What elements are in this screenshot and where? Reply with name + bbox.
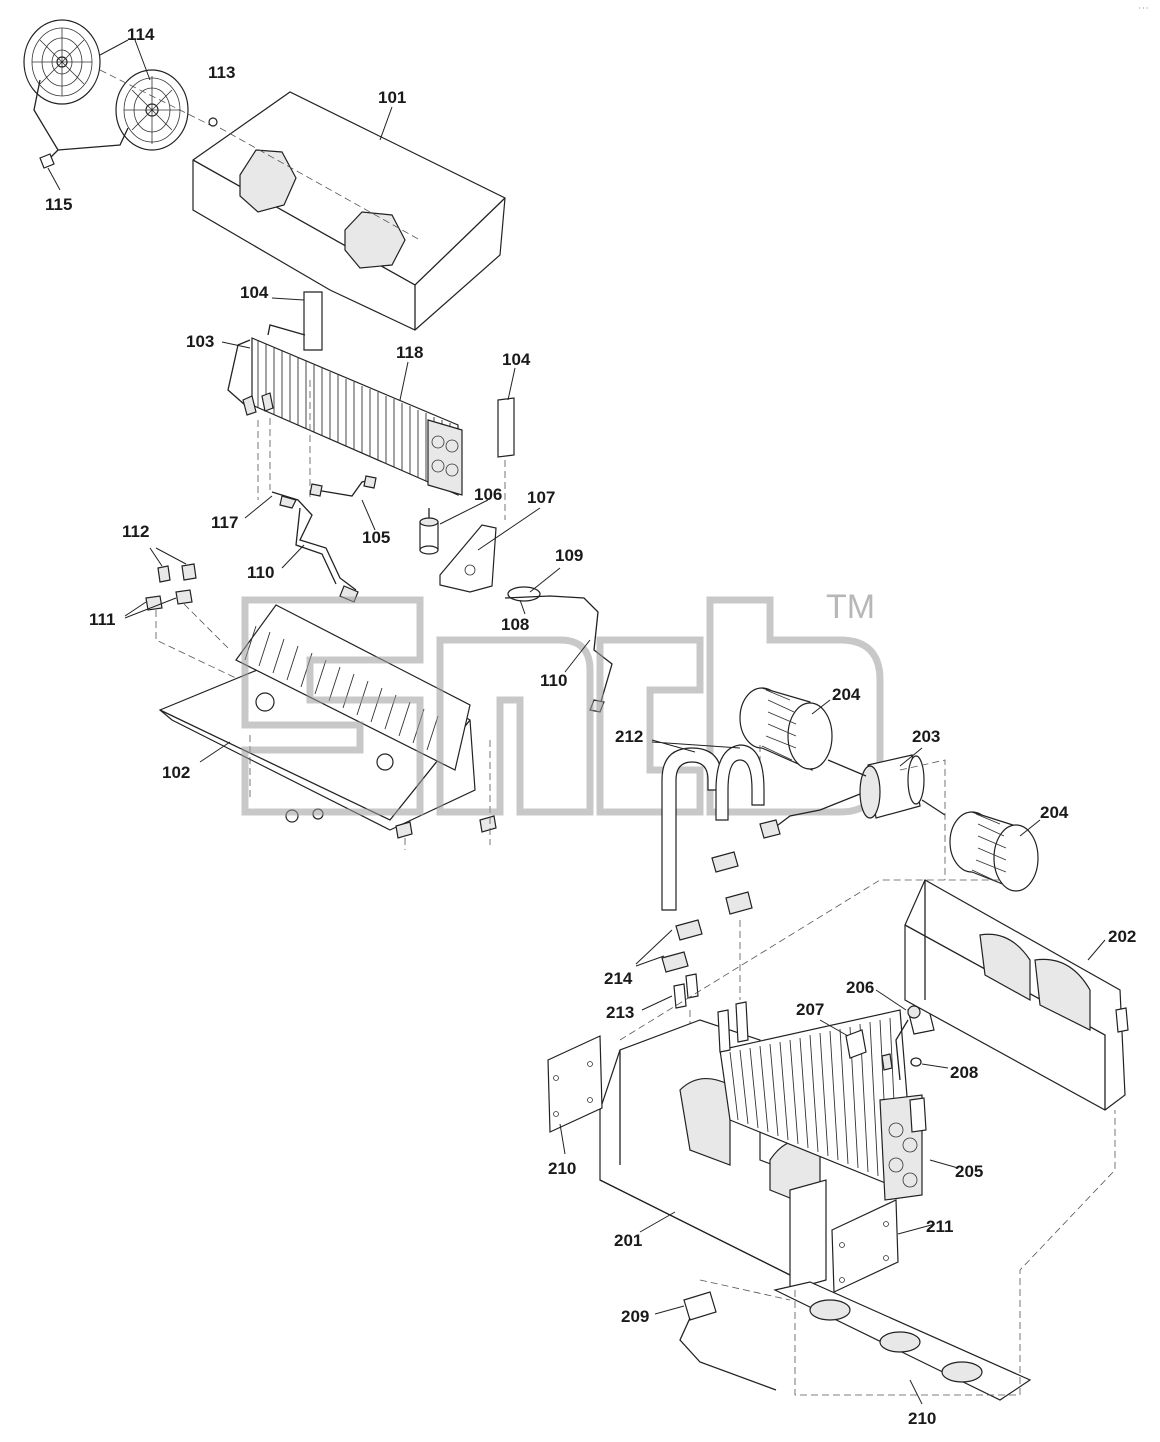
mounting-plate-210-left bbox=[547, 1035, 603, 1133]
watermark-logo: TM bbox=[241, 588, 884, 816]
callout-213: 213 bbox=[606, 1003, 634, 1022]
fitting-113-b bbox=[181, 563, 197, 581]
callout-201: 201 bbox=[614, 1231, 642, 1250]
callout-211: 209 bbox=[621, 1307, 649, 1326]
callout-108: 108 bbox=[501, 615, 529, 634]
condenser-fan-115-left bbox=[23, 19, 101, 105]
condenser-cover-101 bbox=[192, 91, 506, 331]
bracket-207 bbox=[845, 1029, 867, 1059]
drain-fitting-213-a bbox=[673, 983, 687, 1009]
mounting-plate-210-right bbox=[831, 1199, 899, 1293]
callout-207: 207 bbox=[796, 1000, 824, 1019]
o-ring-208 bbox=[910, 1057, 922, 1067]
fitting-112-a bbox=[145, 595, 163, 611]
callout-107: 107 bbox=[527, 488, 555, 507]
callout-202: 202 bbox=[1108, 927, 1136, 946]
blower-motor-203 bbox=[827, 754, 946, 819]
hose-108 bbox=[504, 595, 613, 706]
blower-wheel-204-lower bbox=[949, 811, 1039, 892]
hose-clamp-214-d bbox=[661, 951, 689, 973]
callout-206: 206 bbox=[846, 978, 874, 997]
blower-wheel-204-upper bbox=[739, 687, 833, 771]
blower-housing-202 bbox=[904, 879, 1129, 1111]
callout-110: 110 bbox=[540, 671, 567, 690]
hose-clamp-214-b bbox=[725, 891, 753, 915]
fitting-113-a bbox=[157, 565, 171, 583]
fitting-112-b bbox=[175, 589, 193, 605]
callout-118: 118 bbox=[396, 343, 423, 362]
callout-109: 109 bbox=[555, 546, 583, 565]
callout-104-right: 104 bbox=[502, 350, 531, 369]
thermostat-capillary bbox=[679, 1317, 777, 1391]
thermostat-211 bbox=[683, 1291, 717, 1321]
line-117-fitting bbox=[271, 491, 357, 591]
callout-115: 114 bbox=[127, 25, 155, 44]
callout-105: 105 bbox=[362, 528, 390, 547]
hose-clamp-214-c bbox=[675, 919, 703, 941]
drain-fitting-213-b bbox=[685, 973, 699, 999]
callout-116: 115 bbox=[45, 195, 72, 214]
callout-103: 103 bbox=[186, 332, 214, 351]
hose-clamp-214-a bbox=[711, 851, 739, 873]
callout-113: 112 bbox=[122, 522, 149, 541]
coil-tube-103 bbox=[227, 324, 306, 406]
bracket-104-right bbox=[497, 397, 515, 458]
callout-101: 101 bbox=[378, 88, 406, 107]
callout-205: 205 bbox=[955, 1162, 983, 1181]
callout-210-left: 210 bbox=[548, 1159, 576, 1178]
watermark-tm: TM bbox=[826, 588, 875, 626]
motor-wire-plug bbox=[773, 793, 861, 829]
clamp-109 bbox=[507, 586, 541, 602]
callout-209: 210 bbox=[908, 1409, 936, 1428]
drier-bracket-107 bbox=[439, 524, 497, 593]
suction-line-111 bbox=[295, 507, 337, 585]
callout-214: 214 bbox=[604, 969, 633, 988]
callout-212: 212 bbox=[615, 727, 643, 746]
drain-hose-212 bbox=[661, 744, 765, 911]
callout-210-right: 211 bbox=[926, 1217, 953, 1236]
callout-203: 203 bbox=[912, 727, 940, 746]
leader-lines bbox=[47, 39, 1106, 1405]
callout-labels: 114 113 101 115 104 103 118 104 106 107 … bbox=[45, 5, 1149, 1428]
callout-111: 110 bbox=[247, 563, 274, 582]
condenser-fan-115-right bbox=[115, 69, 189, 151]
harness-connector-116 bbox=[39, 153, 55, 169]
drain-pan-209 bbox=[773, 1281, 1032, 1401]
callout-104-upper: 104 bbox=[240, 283, 269, 302]
callout-204-upper: 204 bbox=[832, 685, 861, 704]
callout-208: 208 bbox=[950, 1063, 978, 1082]
callout-112: 111 bbox=[89, 610, 116, 629]
callout-114: 113 bbox=[208, 63, 235, 82]
callout-106: 106 bbox=[474, 485, 502, 504]
callout-117: 117 bbox=[211, 513, 238, 532]
liquid-line-105 bbox=[315, 479, 371, 497]
base-plate-102 bbox=[158, 604, 476, 831]
bracket-104-left bbox=[303, 291, 323, 351]
receiver-drier-106 bbox=[419, 508, 439, 555]
callout-102: 102 bbox=[162, 763, 190, 782]
grommet-114 bbox=[208, 117, 218, 127]
condenser-coil-118 bbox=[251, 337, 463, 496]
corner-mark: ··· bbox=[1138, 5, 1149, 12]
callout-204-lower: 204 bbox=[1040, 803, 1069, 822]
